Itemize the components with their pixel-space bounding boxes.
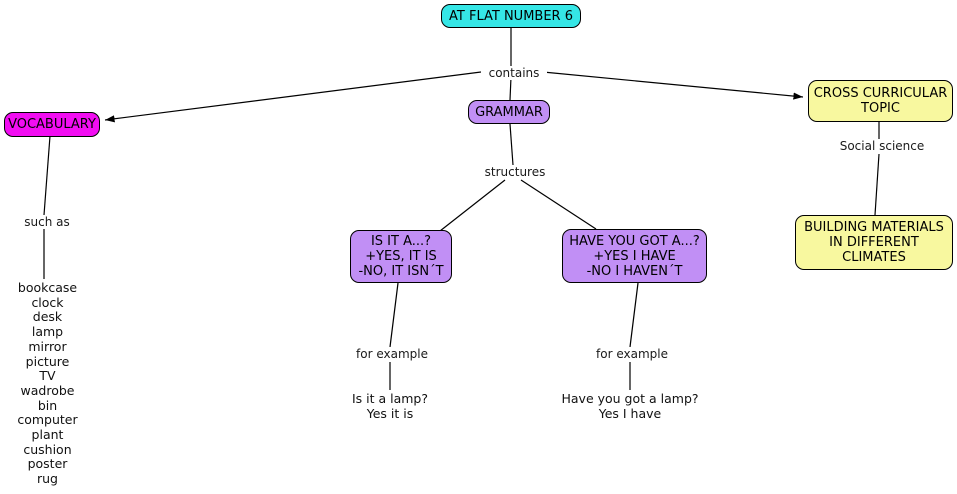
vocabulary-list-item: poster — [27, 456, 68, 472]
edge-contains-to-vocabulary — [104, 71, 482, 123]
vocabulary-list-item: desk — [32, 309, 63, 325]
vocabulary-list-item: rug — [37, 471, 58, 487]
edge-label-social-science: Social science — [833, 139, 931, 153]
edge-is-it-to-for-example — [389, 282, 399, 348]
vocabulary-list-item: lamp — [31, 324, 64, 340]
edge-label-such-as: such as — [14, 215, 80, 229]
vocabulary-list-item: bin — [37, 397, 58, 413]
node-cross-curricular-topic[interactable]: CROSS CURRICULAR TOPIC — [808, 80, 953, 122]
vocabulary-list-item: mirror — [28, 338, 67, 354]
edge-vocabulary-to-such-as — [43, 135, 51, 216]
example-text-have-you-got: Have you got a lamp? Yes I have — [561, 391, 699, 421]
edge-structures-to-have-you-got — [520, 179, 597, 230]
vocabulary-list-item: TV — [39, 368, 56, 384]
edge-have-you-got-to-for-example — [629, 282, 639, 348]
edge-structures-to-is-it — [439, 179, 506, 232]
node-structure-have-you-got-a[interactable]: HAVE YOU GOT A...? +YES I HAVE -NO I HAV… — [562, 229, 707, 283]
edge-label-for-example-left: for example — [350, 347, 434, 361]
vocabulary-list-item: computer — [17, 412, 78, 428]
edge-grammar-to-structures — [509, 123, 514, 166]
edge-label-structures: structures — [476, 165, 554, 179]
node-vocabulary[interactable]: VOCABULARY — [4, 112, 100, 137]
edge-label-for-example-right: for example — [590, 347, 674, 361]
edge-contains-to-grammar — [509, 76, 512, 101]
node-structure-is-it-a[interactable]: IS IT A...? +YES, IT IS -NO, IT ISN´T — [350, 230, 452, 283]
vocabulary-list-item: wadrobe — [20, 382, 75, 398]
node-building-materials-in-different-climates[interactable]: BUILDING MATERIALS IN DIFFERENT CLIMATES — [795, 215, 953, 270]
vocabulary-list-item: cushion — [23, 441, 72, 457]
vocabulary-list-item: plant — [31, 427, 64, 443]
edge-social-science-to-building-materials — [874, 153, 880, 216]
vocabulary-list-item: bookcase — [17, 280, 78, 295]
node-grammar[interactable]: GRAMMAR — [468, 100, 550, 124]
example-text-is-it: Is it a lamp? Yes it is — [351, 391, 429, 421]
edge-label-contains: contains — [481, 66, 547, 80]
vocabulary-list-item: picture — [25, 353, 70, 369]
vocabulary-list-item: clock — [31, 294, 64, 310]
edge-contains-to-cross-curricular — [542, 71, 804, 100]
node-at-flat-number-6[interactable]: AT FLAT NUMBER 6 — [441, 4, 581, 28]
